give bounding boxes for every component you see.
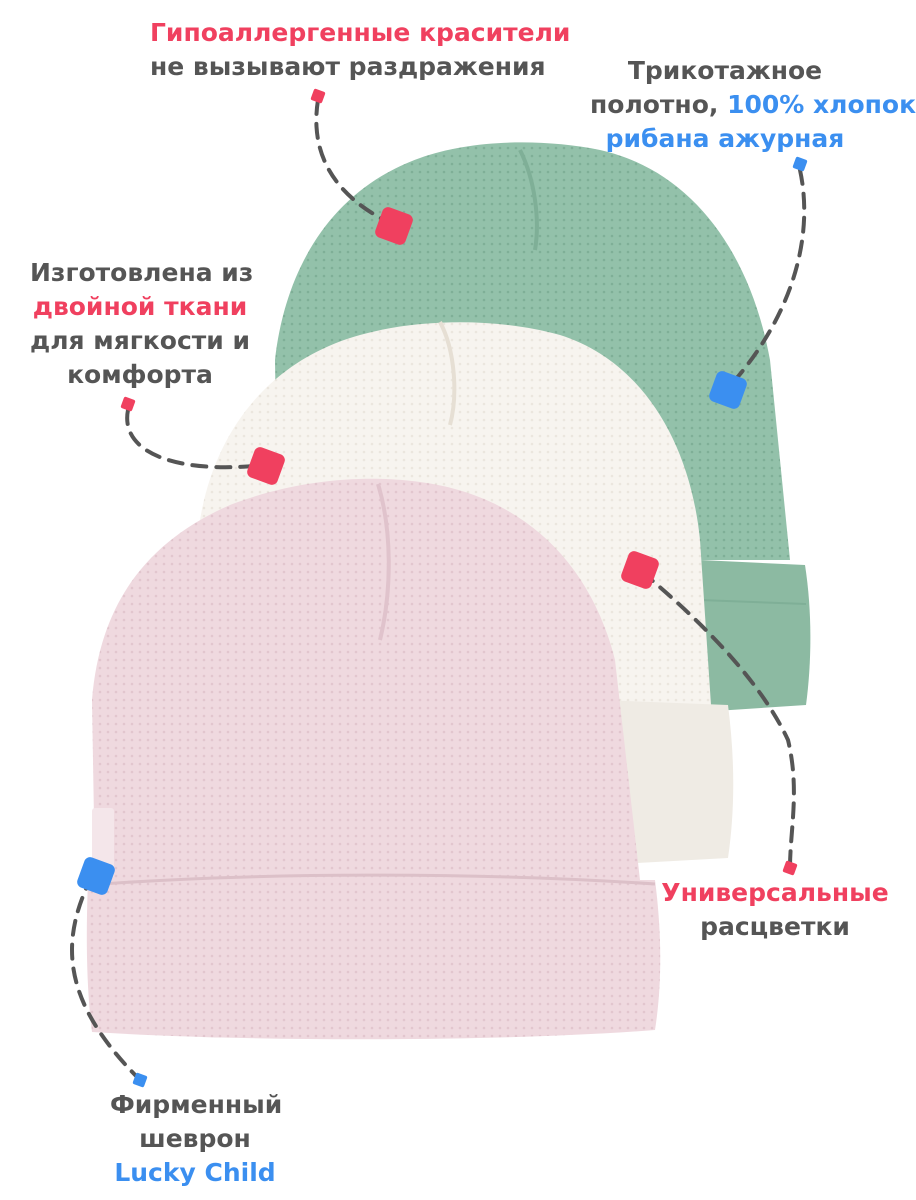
marker-square-red [247, 447, 285, 485]
callout-text: шеврон [139, 1124, 251, 1153]
marker-square-blue [77, 857, 115, 895]
callout-double-fabric: Изготовлена из двойной ткани для мягкост… [30, 256, 254, 392]
callout-highlight: рибана ажурная [605, 124, 845, 153]
pink-hat [86, 478, 661, 1040]
marker-square-red [375, 207, 413, 245]
marker-square-blue [709, 371, 747, 409]
callout-text: не вызывают раздражения [150, 52, 546, 81]
callout-fabric: Трикотажное полотно, 100% хлопок рибана … [590, 54, 916, 156]
callout-highlight: Гипоаллергенные красители [150, 18, 571, 47]
marker-dot-blue [132, 1072, 148, 1088]
markers [77, 88, 808, 1088]
callout-text: полотно, [590, 90, 728, 119]
callout-highlight: Универсальные [661, 878, 889, 907]
callout-text: комфорта [67, 360, 213, 389]
callout-colors: Универсальные расцветки [660, 876, 890, 944]
callout-highlight: Lucky Child [114, 1158, 276, 1187]
callout-chevron: Фирменный шеврон Lucky Child [110, 1088, 283, 1190]
connector-lines [70, 98, 807, 1082]
marker-dot-red [120, 396, 136, 412]
callout-text: Трикотажное [627, 56, 823, 85]
callout-hypoallergenic: Гипоаллергенные красители не вызывают ра… [150, 16, 571, 84]
callout-text: для мягкости и [30, 326, 250, 355]
callout-text: расцветки [700, 912, 850, 941]
marker-dot-red [310, 88, 326, 104]
callout-text: Изготовлена из [30, 258, 254, 287]
marker-dot-red [782, 860, 798, 876]
marker-square-red [621, 551, 659, 589]
marker-dot-blue [792, 156, 808, 172]
callout-line: полотно, 100% хлопок [590, 88, 916, 122]
callout-highlight: двойной ткани [32, 292, 248, 321]
callout-text: Фирменный [110, 1090, 283, 1119]
callout-highlight: 100% хлопок [727, 90, 916, 119]
